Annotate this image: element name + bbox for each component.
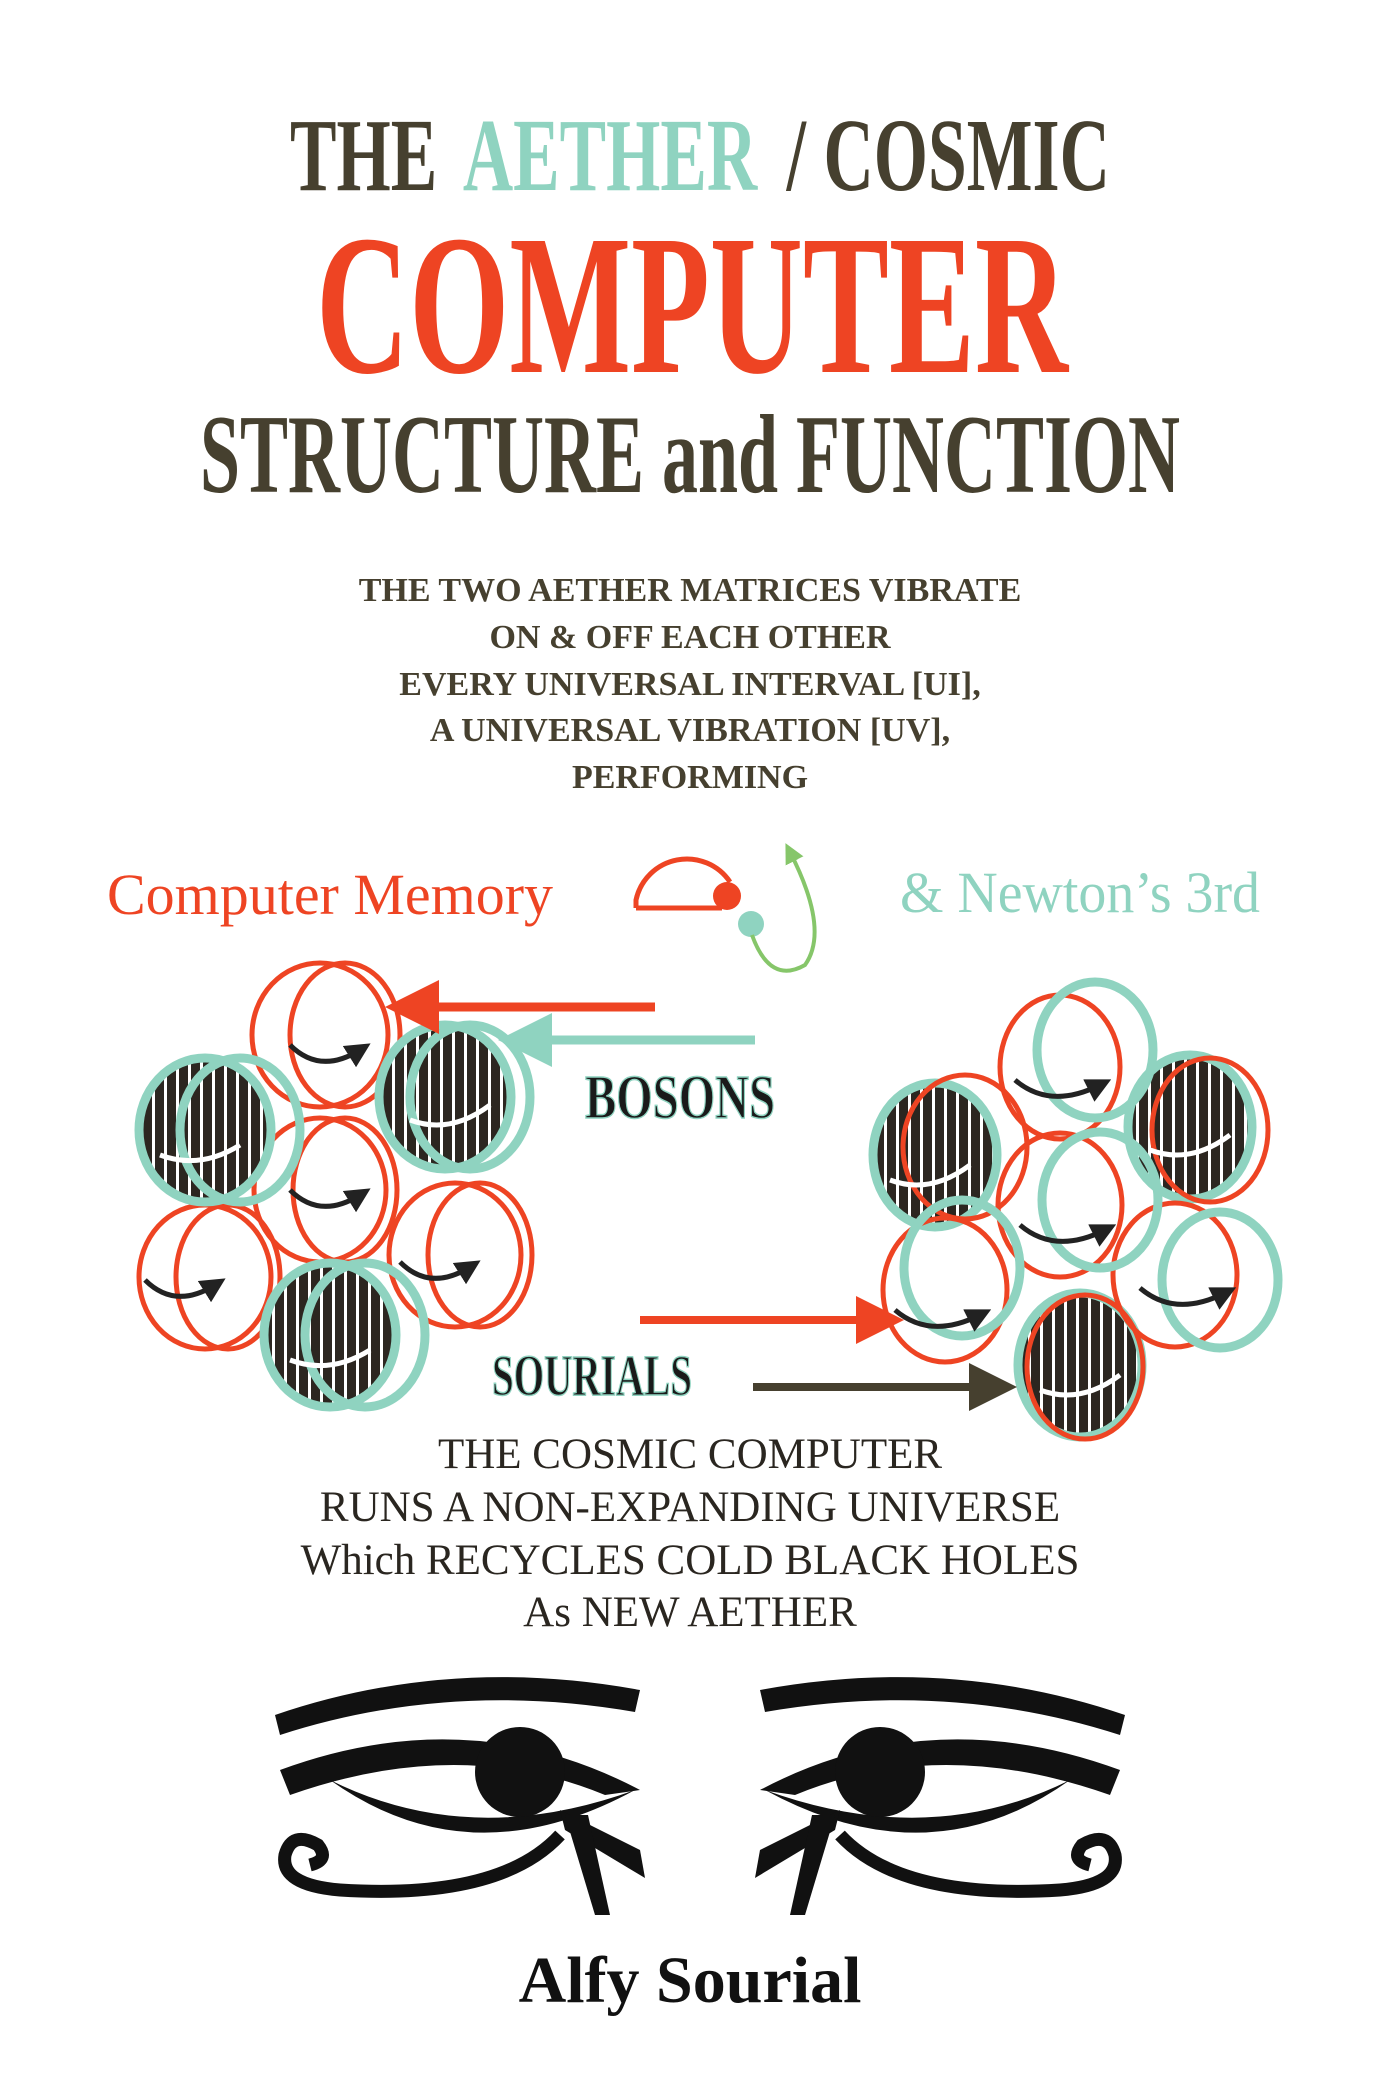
eye-of-horus-right-icon <box>755 1677 1125 1915</box>
subtitle-line: EVERY UNIVERSAL INTERVAL [UI], <box>399 666 980 703</box>
subtitle-line: PERFORMING <box>572 759 808 796</box>
tagline-line: RUNS A NON-EXPANDING UNIVERSE <box>320 1484 1060 1531</box>
subtitle: THE TWO AETHER MATRICES VIBRATE ON & OFF… <box>359 572 1022 796</box>
computer-memory-label: Computer Memory <box>107 862 553 927</box>
tagline-line: As NEW AETHER <box>523 1589 857 1636</box>
subtitle-line: THE TWO AETHER MATRICES VIBRATE <box>359 572 1022 609</box>
tagline-line: Which RECYCLES COLD BLACK HOLES <box>301 1537 1080 1584</box>
subtitle-line: A UNIVERSAL VIBRATION [UV], <box>430 712 950 749</box>
newton-action-reaction-icon <box>633 843 817 973</box>
title-computer: COMPUTER <box>316 195 1070 416</box>
newtons-third-label: & Newton’s 3rd <box>900 860 1260 925</box>
author-name: Alfy Sourial <box>519 1944 862 2017</box>
title-line-1: THE AETHER / COSMIC <box>290 98 1110 213</box>
tagline: THE COSMIC COMPUTER RUNS A NON-EXPANDING… <box>301 1431 1080 1636</box>
title-structure-function: STRUCTURE and FUNCTION <box>200 393 1180 517</box>
eye-of-horus-left-icon <box>275 1677 645 1915</box>
left-particle-cluster <box>134 960 535 1412</box>
right-particle-cluster <box>868 977 1283 1442</box>
tagline-line: THE COSMIC COMPUTER <box>438 1431 942 1478</box>
bosons-label: BOSONS <box>585 1064 775 1132</box>
sourials-label: SOURIALS <box>492 1343 692 1408</box>
subtitle-line: ON & OFF EACH OTHER <box>489 619 891 656</box>
